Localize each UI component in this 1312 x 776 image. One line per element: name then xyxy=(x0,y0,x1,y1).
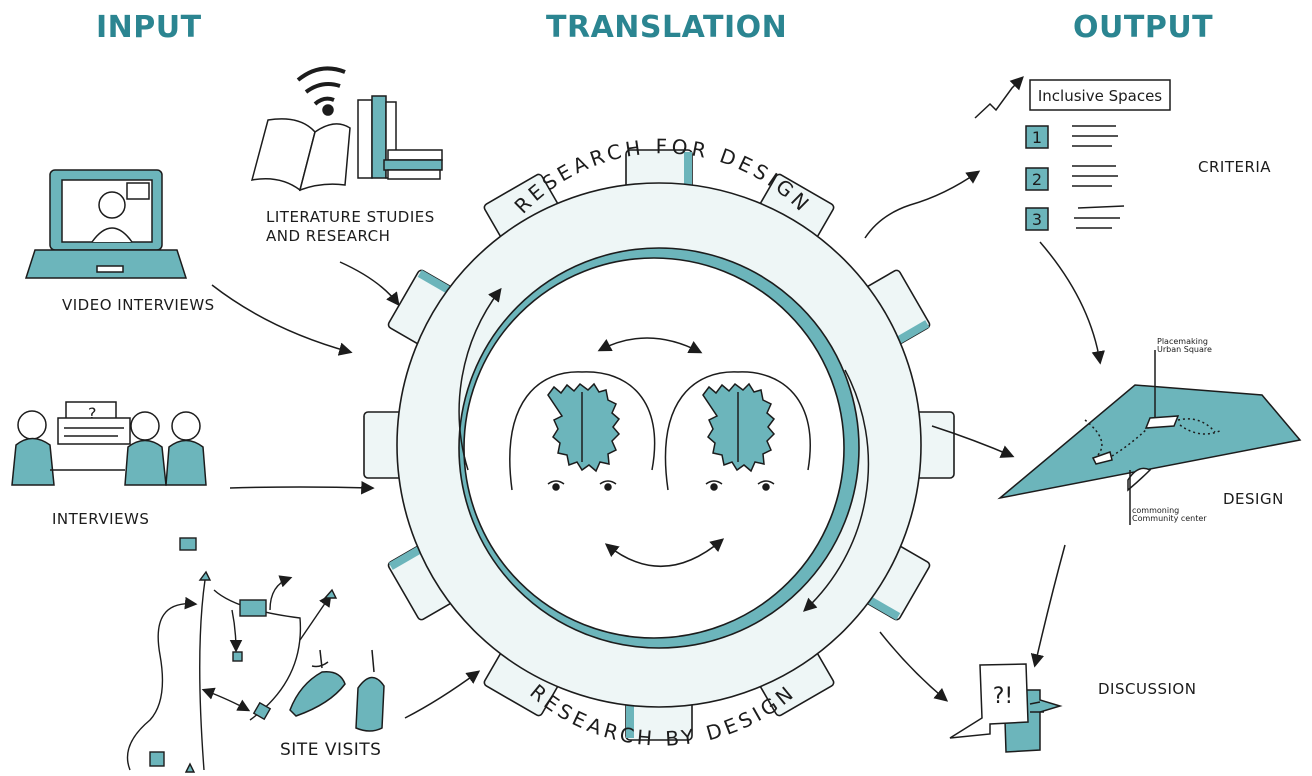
sneakers-icon xyxy=(289,649,385,732)
laptop-video-call-icon xyxy=(24,169,188,279)
input-heading: INPUT xyxy=(96,10,202,45)
discussion-label: DISCUSSION xyxy=(1098,680,1197,698)
placemaking-label: Placemaking Urban Square xyxy=(1157,337,1212,355)
criteria-number-1: 1 xyxy=(1032,128,1042,147)
brain-left xyxy=(547,382,621,473)
site-visits-label: SITE VISITS xyxy=(280,740,382,760)
commoning-label: commoning Community center xyxy=(1132,506,1207,524)
eyes xyxy=(547,480,775,491)
two-heads-thinking xyxy=(509,337,811,567)
criteria-list-icon xyxy=(974,76,1171,231)
question-mark-icon: ? xyxy=(88,404,97,423)
chart-title-label: Inclusive Spaces xyxy=(1038,87,1162,105)
wifi-icon xyxy=(296,66,346,106)
books-icon xyxy=(250,66,443,192)
criteria-number-3: 3 xyxy=(1032,210,1042,229)
discussion-bubbles-icon xyxy=(949,663,1063,753)
speech-symbols: ?! xyxy=(993,684,1014,709)
output-heading: OUTPUT xyxy=(1073,10,1214,45)
design-label: DESIGN xyxy=(1223,490,1284,508)
literature-label: LITERATURE STUDIES AND RESEARCH xyxy=(266,208,435,245)
site-map-icon xyxy=(126,537,338,773)
interview-people-icon: ? xyxy=(11,401,207,486)
criteria-label: CRITERIA xyxy=(1198,158,1272,176)
interviews-label: INTERVIEWS xyxy=(52,510,150,528)
placemaking-line1: Placemaking xyxy=(1157,337,1208,346)
commoning-line2: Community center xyxy=(1132,514,1207,524)
discussion-lines xyxy=(1029,701,1044,713)
video-interviews-label: VIDEO INTERVIEWS xyxy=(62,296,215,314)
gear-cycle-arrows xyxy=(458,287,870,612)
criteria-number-2: 2 xyxy=(1032,170,1042,189)
translation-heading: TRANSLATION xyxy=(546,10,788,45)
gear xyxy=(363,149,955,741)
flow-arrows xyxy=(211,170,1105,719)
site-plan-icon xyxy=(997,350,1302,525)
placemaking-line2: Urban Square xyxy=(1157,345,1212,355)
commoning-line1: commoning xyxy=(1132,506,1180,515)
